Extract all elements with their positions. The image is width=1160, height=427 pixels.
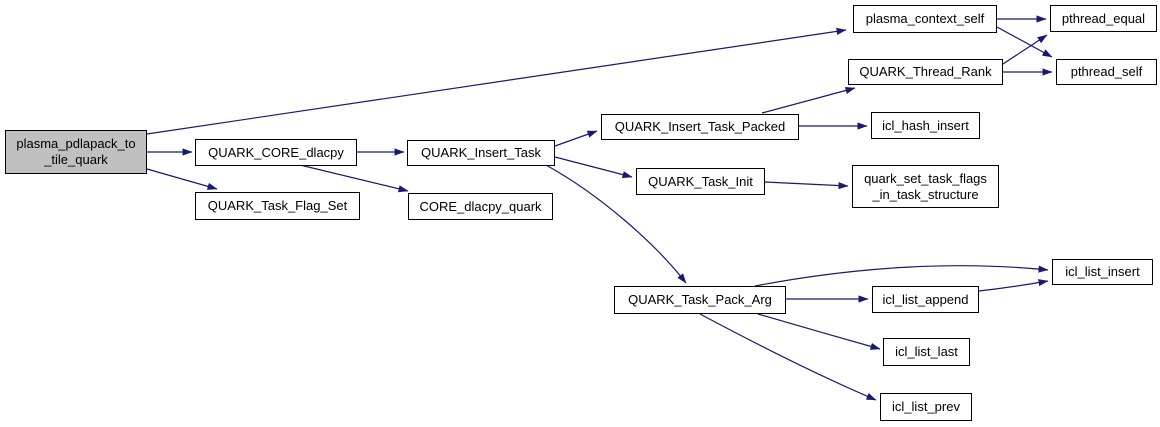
node-core-dlacpy-quark[interactable]: CORE_dlacpy_quark <box>408 193 553 220</box>
edge-quark-task-init-to-quark-set-task-flags <box>764 181 849 190</box>
edge-quark-core-dlacpy-to-core-dlacpy-quark <box>299 164 409 193</box>
node-icl-list-last[interactable]: icl_list_last <box>883 338 970 366</box>
node-quark-insert-task[interactable]: QUARK_Insert_Task <box>407 140 555 166</box>
node-quark-thread-rank[interactable]: QUARK_Thread_Rank <box>848 59 1003 85</box>
edge-quark-task-pack-arg-to-icl-list-insert <box>754 265 1049 287</box>
node-plasma-context-self[interactable]: plasma_context_self <box>853 5 997 33</box>
node-icl-hash-insert[interactable]: icl_hash_insert <box>871 112 980 139</box>
edge-plasma-context-self-to-pthread-self <box>996 26 1053 58</box>
node-icl-list-append[interactable]: icl_list_append <box>872 286 979 313</box>
node-quark-task-init[interactable]: QUARK_Task_Init <box>636 168 765 195</box>
edge-quark-thread-rank-to-pthread-equal <box>1002 34 1048 65</box>
edge-icl-list-append-to-icl-list-insert <box>978 279 1049 292</box>
edge-quark-insert-task-to-quark-insert-task-packed <box>554 130 598 147</box>
node-quark-insert-task-packed[interactable]: QUARK_Insert_Task_Packed <box>601 114 799 140</box>
edge-quark-task-pack-arg-to-icl-list-prev <box>699 313 877 401</box>
edge-root-to-plasma-context-self <box>146 27 847 135</box>
edge-quark-insert-task-packed-to-quark-thread-rank <box>761 86 856 114</box>
node-quark-task-pack-arg[interactable]: QUARK_Task_Pack_Arg <box>614 286 786 314</box>
node-pthread-equal[interactable]: pthread_equal <box>1050 5 1157 32</box>
node-icl-list-prev[interactable]: icl_list_prev <box>880 393 972 421</box>
edge-quark-insert-task-to-quark-task-pack-arg <box>545 164 687 284</box>
node-quark-task-flag-set[interactable]: QUARK_Task_Flag_Set <box>195 192 360 220</box>
edge-quark-task-pack-arg-to-icl-list-last <box>757 313 881 350</box>
node-icl-list-insert[interactable]: icl_list_insert <box>1052 259 1153 285</box>
edge-root-to-quark-task-flag-set <box>146 168 218 190</box>
edge-quark-insert-task-to-quark-task-init <box>554 156 633 179</box>
node-quark-core-dlacpy[interactable]: QUARK_CORE_dlacpy <box>195 139 357 166</box>
node-quark-set-task-flags-in-task-structure[interactable]: quark_set_task_flags _in_task_structure <box>852 165 999 208</box>
node-pthread-self[interactable]: pthread_self <box>1056 59 1157 85</box>
node-plasma-pdlapack-to-tile-quark: plasma_pdlapack_to _tile_quark <box>5 130 147 174</box>
